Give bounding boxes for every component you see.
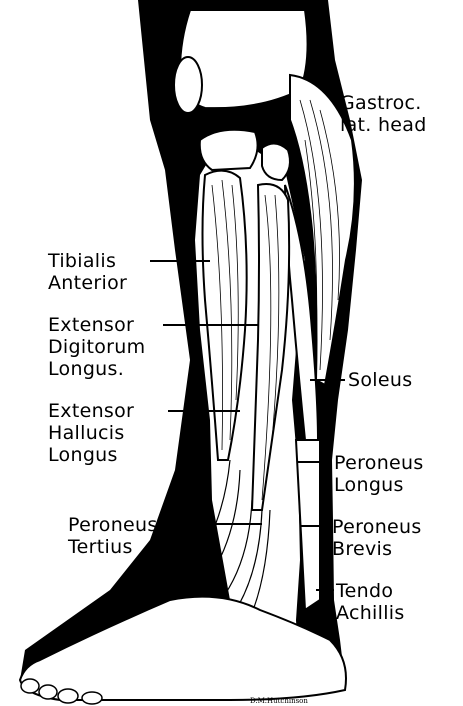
label-tibialis: Tibialis Anterior (48, 250, 127, 294)
label-peroneus-brevis: Peroneus Brevis (332, 516, 422, 560)
label-gastroc: Gastroc. lat. head (340, 92, 427, 136)
label-pb-line2: Brevis (332, 538, 422, 560)
label-peroneus-tertius: Peroneus Tertius (68, 514, 158, 558)
label-soleus: Soleus (348, 369, 412, 391)
label-tibialis-line1: Tibialis (48, 250, 127, 272)
label-pl-line1: Peroneus (334, 452, 424, 474)
label-ehl-line2: Hallucis (48, 422, 134, 444)
label-ehl: Extensor Hallucis Longus (48, 400, 134, 466)
label-tendo-achillis: Tendo Achillis (336, 580, 405, 624)
label-ta-line1: Tendo (336, 580, 405, 602)
label-edl-line2: Digitorum (48, 336, 145, 358)
label-pt-line2: Tertius (68, 536, 158, 558)
label-pb-line1: Peroneus (332, 516, 422, 538)
label-soleus-line1: Soleus (348, 369, 412, 391)
patella (174, 57, 202, 113)
artist-signature: D.M.Hutchinson (250, 697, 308, 705)
label-edl: Extensor Digitorum Longus. (48, 314, 145, 380)
label-peroneus-longus: Peroneus Longus (334, 452, 424, 496)
label-pl-line2: Longus (334, 474, 424, 496)
label-ta-line2: Achillis (336, 602, 405, 624)
label-ehl-line1: Extensor (48, 400, 134, 422)
label-pt-line1: Peroneus (68, 514, 158, 536)
fibula-head (262, 143, 290, 180)
label-gastroc-line2: lat. head (340, 114, 427, 136)
label-edl-line1: Extensor (48, 314, 145, 336)
label-ehl-line3: Longus (48, 444, 134, 466)
tibia-top (200, 130, 258, 170)
label-tibialis-line2: Anterior (48, 272, 127, 294)
label-edl-line3: Longus. (48, 358, 145, 380)
label-gastroc-line1: Gastroc. (340, 92, 427, 114)
